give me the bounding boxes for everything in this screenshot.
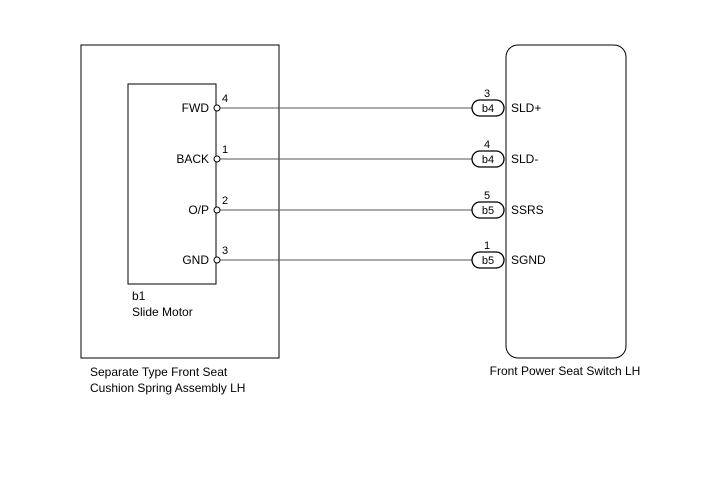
left-terminal-markers (213, 104, 221, 264)
terminal-label-op: O/P (188, 203, 209, 217)
connector-capsules (471, 99, 505, 269)
pin-number: 3 (222, 245, 228, 257)
pin-number: 1 (222, 144, 228, 156)
terminal-label-gnd: GND (182, 253, 209, 267)
pin-number: 4 (484, 139, 490, 151)
terminal-label-ssrs: SSRS (511, 203, 544, 217)
switch-name: Front Power Seat Switch LH (490, 364, 641, 378)
terminal-label-fwd: FWD (182, 101, 210, 115)
terminal-circle (213, 155, 221, 163)
assembly-name-line1: Separate Type Front Seat (90, 365, 228, 379)
switch-box (505, 44, 627, 359)
pin-number: 2 (222, 195, 228, 207)
wires (220, 107, 472, 261)
terminal-circle (213, 256, 221, 264)
part-name: Slide Motor (132, 305, 193, 319)
pin-number: 1 (484, 240, 490, 252)
terminal-circle (213, 206, 221, 214)
connector-capsule (471, 251, 505, 269)
connector-code: b4 (482, 103, 494, 115)
connector-capsule (471, 99, 505, 117)
slide-motor-box (127, 83, 217, 285)
part-code: b1 (132, 289, 146, 303)
connector-capsule (471, 201, 505, 219)
terminal-label-sld-plus: SLD+ (511, 101, 541, 115)
connector-code: b5 (482, 205, 494, 217)
connector-code: b4 (482, 154, 494, 166)
pin-number: 4 (222, 93, 228, 105)
pin-number: 3 (484, 88, 490, 100)
assembly-box (80, 44, 280, 359)
terminal-label-sld-minus: SLD- (511, 152, 538, 166)
connector-capsule (471, 150, 505, 168)
connector-code: b5 (482, 255, 494, 267)
assembly-name-line2: Cushion Spring Assembly LH (90, 381, 245, 395)
terminal-circle (213, 104, 221, 112)
terminal-label-sgnd: SGND (511, 253, 546, 267)
terminal-label-back: BACK (176, 152, 209, 166)
pin-number: 5 (484, 190, 490, 202)
